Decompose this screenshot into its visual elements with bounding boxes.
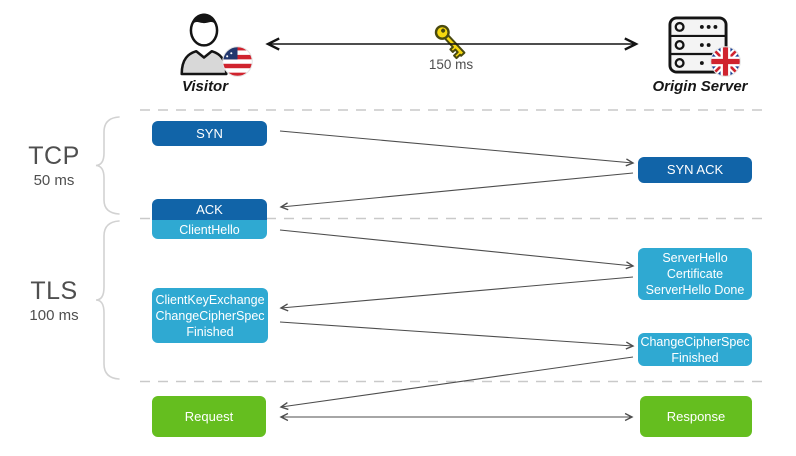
- arrow-syn: [279, 130, 635, 167]
- message-line: Finished: [671, 350, 719, 365]
- phase-tcp-name: TCP: [28, 142, 80, 170]
- message-syn: SYN: [152, 121, 267, 146]
- phase-tcp: TCP 50 ms: [16, 143, 92, 189]
- message-client-hello: ClientHello: [152, 220, 267, 239]
- tls-brace: [95, 220, 120, 380]
- arrow-change-cipher-spec: [279, 356, 634, 411]
- arrow-client-hello: [279, 229, 635, 270]
- us-flag-icon: [222, 46, 253, 77]
- message-line: Certificate: [666, 267, 724, 281]
- message-line: ServerHello Done: [645, 283, 745, 297]
- message-client-key-exchange: ClientKeyExchange ChangeCipherSpec Finis…: [152, 288, 268, 343]
- message-server-hello: ServerHello Certificate ServerHello Done: [638, 248, 752, 300]
- tcp-brace: [95, 116, 120, 215]
- phase-tcp-duration: 50 ms: [33, 172, 75, 189]
- message-line: ServerHello: [662, 251, 728, 265]
- arrow-syn-ack: [279, 172, 634, 211]
- phase-tls-name: TLS: [30, 277, 78, 305]
- message-line: Finished: [186, 324, 234, 339]
- message-label: SYN ACK: [666, 162, 724, 177]
- phase-tls: TLS 100 ms: [16, 278, 92, 324]
- message-label: Request: [184, 408, 234, 424]
- message-label: SYN: [196, 125, 223, 141]
- message-syn-ack: SYN ACK: [638, 157, 752, 183]
- phase-tls-duration: 100 ms: [29, 307, 79, 324]
- origin-server-label: Origin Server: [652, 78, 748, 95]
- message-request: Request: [152, 396, 266, 437]
- message-line: ChangeCipherSpec: [640, 334, 750, 349]
- visitor-label: Visitor: [181, 78, 229, 95]
- message-label: Response: [666, 408, 726, 424]
- message-line: ClientKeyExchange: [155, 292, 265, 307]
- message-line: ChangeCipherSpec: [155, 308, 265, 323]
- arrow-server-hello: [279, 276, 634, 312]
- latency-label: 150 ms: [428, 57, 474, 72]
- message-response: Response: [640, 396, 752, 437]
- arrow-client-key-exchange: [279, 321, 635, 350]
- message-ack: ACK: [152, 199, 267, 220]
- uk-flag-icon: [710, 46, 741, 77]
- message-label: ACK: [196, 201, 223, 217]
- message-change-cipher-spec: ChangeCipherSpec Finished: [638, 333, 752, 366]
- message-label: ClientHello: [179, 222, 240, 237]
